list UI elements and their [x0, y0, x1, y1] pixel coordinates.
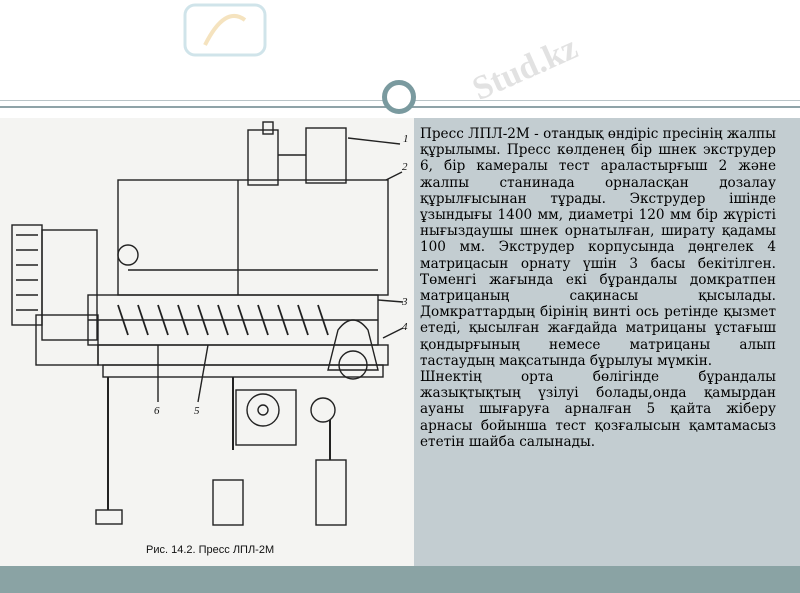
circle-ornament-icon — [382, 80, 416, 114]
callout-label: 5 — [194, 405, 200, 417]
pulley — [246, 393, 280, 427]
leg — [315, 459, 347, 526]
motor — [41, 229, 98, 341]
callout-label: 1 — [403, 133, 409, 145]
extruder-head — [327, 319, 379, 371]
figure-panel — [0, 118, 414, 566]
callout-label: 6 — [154, 405, 160, 417]
text-panel — [414, 118, 800, 566]
watermark-logo-icon — [180, 0, 270, 64]
paragraph: Пресс ЛПЛ-2М - отандық өндіріс пресінің … — [420, 126, 776, 369]
figure-caption: Рис. 14.2. Пресс ЛПЛ-2М — [146, 544, 275, 556]
press-technical-drawing: 1 2 3 4 5 6 — [11, 121, 409, 526]
frame — [97, 344, 389, 366]
footer-band — [0, 566, 800, 593]
paragraph: Шнектің орта бөлігінде бұрандалы жазықты… — [420, 369, 776, 450]
mixer-chamber — [117, 179, 389, 296]
callout-label: 2 — [402, 161, 408, 173]
body-text: Пресс ЛПЛ-2М - отандық өндіріс пресінің … — [420, 126, 776, 450]
leg — [212, 479, 244, 526]
leg — [95, 509, 123, 525]
callout-label: 4 — [402, 321, 408, 333]
dosing-unit — [305, 127, 347, 184]
callout-label: 3 — [401, 296, 408, 308]
dosing-unit — [247, 129, 279, 186]
